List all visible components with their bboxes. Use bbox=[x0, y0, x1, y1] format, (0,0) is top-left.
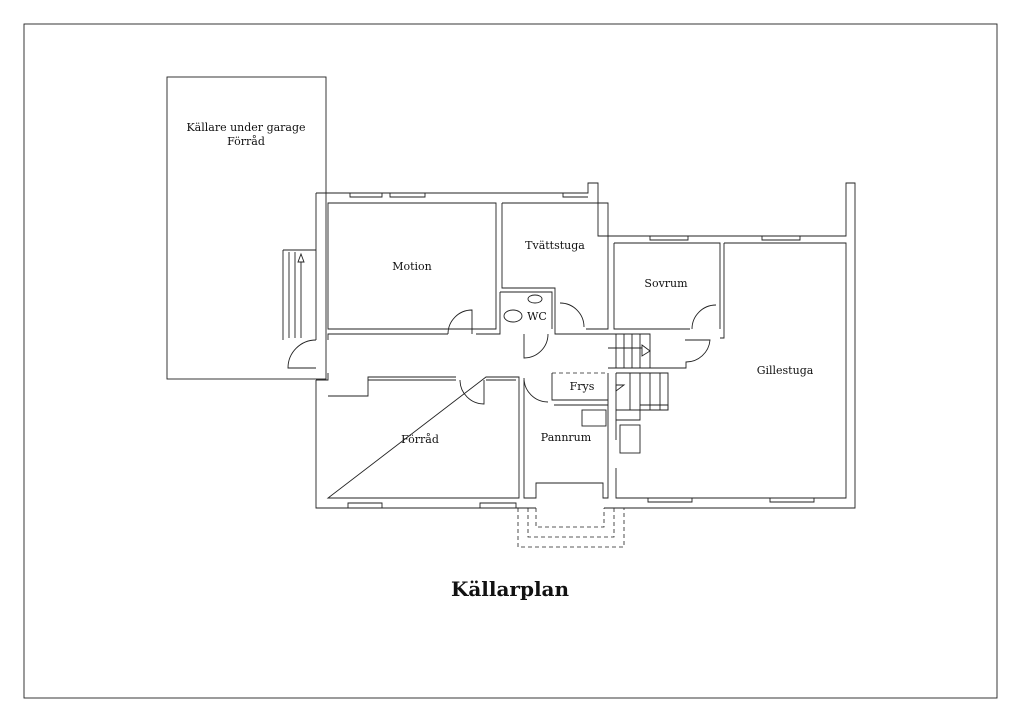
room-label-pannrum: Pannrum bbox=[541, 431, 592, 444]
sink-icon bbox=[527, 294, 543, 304]
room-label-garage-storage: Förråd bbox=[227, 135, 265, 148]
door-sovrum bbox=[691, 304, 717, 330]
room-label-wc: WC bbox=[527, 310, 547, 323]
room-label-garage: Källare under garage bbox=[186, 121, 305, 134]
door-pannrum bbox=[523, 377, 549, 403]
room-motion: Motion bbox=[349, 193, 473, 335]
room-sovrum: Sovrum bbox=[613, 236, 721, 369]
room-label-forrad: Förråd bbox=[401, 433, 439, 446]
page-frame bbox=[23, 23, 998, 699]
door-tvattstuga bbox=[559, 302, 585, 328]
door-forrad bbox=[459, 379, 485, 405]
fireplace bbox=[619, 424, 641, 454]
door-wc bbox=[523, 333, 549, 359]
garage-cellar: Källare under garage Förråd bbox=[166, 76, 327, 380]
door-motion bbox=[447, 309, 473, 335]
room-label-frys: Frys bbox=[570, 380, 595, 393]
room-label-tvattstuga: Tvättstuga bbox=[525, 239, 585, 252]
room-pannrum: Frys Pannrum bbox=[523, 372, 609, 499]
room-label-gillestuga: Gillestuga bbox=[757, 364, 814, 377]
garage-stair bbox=[282, 249, 317, 369]
toilet-icon bbox=[503, 309, 523, 323]
stairs bbox=[608, 333, 669, 411]
room-tvattstuga: Tvättstuga WC bbox=[499, 193, 609, 359]
outer-walls bbox=[315, 182, 856, 509]
room-gillestuga: Gillestuga bbox=[615, 236, 847, 503]
entrance-steps bbox=[517, 508, 625, 548]
room-forrad: Förråd bbox=[326, 376, 520, 508]
room-label-sovrum: Sovrum bbox=[644, 277, 688, 290]
boiler bbox=[581, 409, 607, 427]
door-gillestuga bbox=[650, 339, 711, 369]
plan-title: Källarplan bbox=[451, 577, 570, 601]
room-label-motion: Motion bbox=[392, 260, 432, 273]
